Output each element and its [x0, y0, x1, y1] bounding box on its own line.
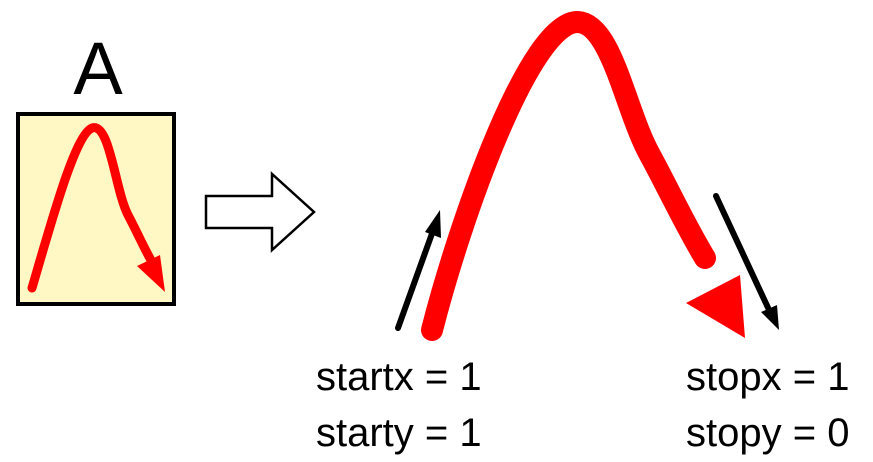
large-curve-arrowhead [686, 275, 745, 338]
large-curve [421, 11, 716, 341]
transition-arrow-icon [204, 171, 316, 253]
stopy-label: stopy = 0 [686, 411, 850, 455]
stopx-label: stopx = 1 [686, 355, 850, 399]
down-right-arrow-icon [761, 305, 779, 330]
starty-label: starty = 1 [316, 411, 482, 455]
stop-direction-arrow-shaft [713, 193, 773, 315]
thumbnail-title-letter: A [73, 27, 123, 110]
up-right-arrow-icon [425, 210, 441, 238]
thumbnail-arrowhead [137, 255, 165, 292]
start-direction-arrow-shaft [395, 225, 437, 331]
startx-label: startx = 1 [316, 355, 482, 399]
thumbnail-curve [27, 123, 157, 293]
